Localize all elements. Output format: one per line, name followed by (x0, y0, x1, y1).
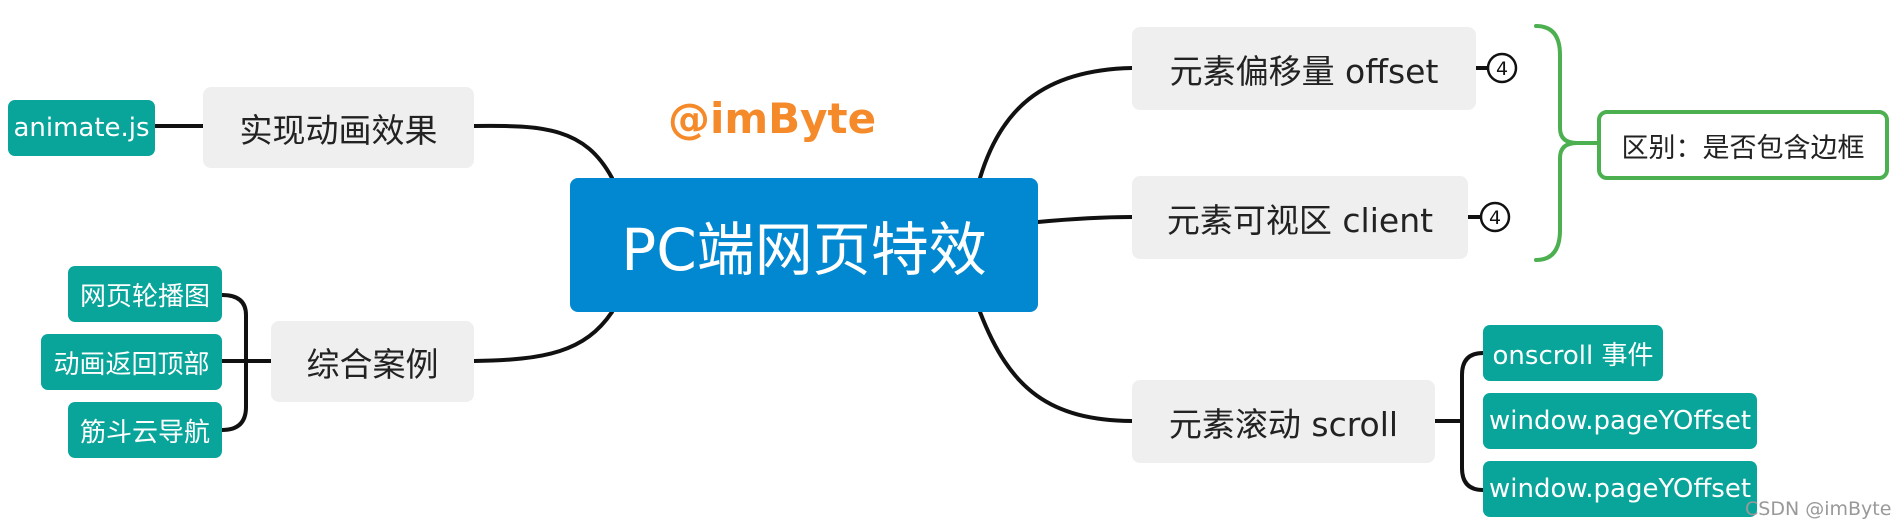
bracket-cases-children (220, 293, 248, 432)
client-badge-circle (1479, 201, 1511, 233)
csdn-credit: CSDN @imByte (1745, 498, 1892, 520)
leaf-cloud-nav[interactable]: 筋斗云导航 (68, 402, 222, 458)
topic-comprehensive-cases[interactable]: 综合案例 (271, 321, 474, 402)
topic-offset[interactable]: 元素偏移量 offset (1132, 27, 1476, 110)
offset-badge: 4 (1496, 58, 1508, 80)
summary-brace (1534, 24, 1578, 262)
leaf-carousel[interactable]: 网页轮播图 (68, 266, 222, 322)
summary-difference-border[interactable]: 区别：是否包含边框 (1597, 110, 1889, 180)
topic-scroll[interactable]: 元素滚动 scroll (1132, 380, 1435, 463)
link-central-animate-topic (472, 123, 614, 180)
topic-animation-effects[interactable]: 实现动画效果 (203, 87, 474, 168)
watermark-text: @imByte (668, 94, 877, 143)
leaf-onscroll-event[interactable]: onscroll 事件 (1483, 325, 1663, 381)
leaf-animate-js[interactable]: animate.js (8, 100, 155, 156)
badge-group: 4 4 (1479, 52, 1518, 233)
leaf-page-y-offset-2[interactable]: window.pageYOffset (1483, 461, 1757, 517)
central-topic[interactable]: PC端网页特效 (570, 178, 1038, 312)
link-central-cases-topic (472, 310, 614, 363)
leaf-page-y-offset-1[interactable]: window.pageYOffset (1483, 393, 1757, 449)
offset-badge-circle (1486, 52, 1518, 84)
link-central-offset-topic (978, 66, 1134, 180)
bracket-scroll-children (1460, 351, 1485, 492)
client-badge: 4 (1489, 207, 1501, 229)
link-central-client-topic (1036, 215, 1134, 224)
link-central-scroll-topic (978, 310, 1134, 423)
topic-client[interactable]: 元素可视区 client (1132, 176, 1468, 259)
leaf-back-to-top[interactable]: 动画返回顶部 (41, 334, 222, 390)
